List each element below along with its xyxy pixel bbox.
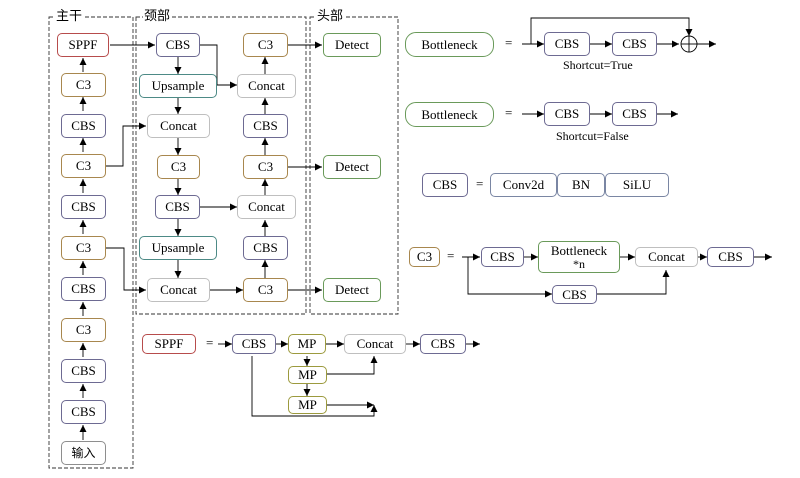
backbone-section-frame <box>48 16 134 469</box>
head-detect-2: Detect <box>323 155 381 179</box>
neck-c3-mid: C3 <box>243 155 288 179</box>
legend-sppf-mp-1: MP <box>288 334 326 354</box>
backbone-input: 输入 <box>61 441 106 465</box>
head-section-label: 头部 <box>316 9 345 24</box>
backbone-c3-3: C3 <box>61 236 106 260</box>
neck-c3-top: C3 <box>243 33 288 57</box>
legend-sppf-mp-2: MP <box>288 366 327 384</box>
backbone-c3-1: C3 <box>61 73 106 97</box>
arrow-sppf-mp2-to-concat <box>327 356 378 375</box>
backbone-cbs-3: CBS <box>61 277 106 301</box>
arrow-sppf-cbs-to-concat <box>251 356 378 417</box>
legend-bt-cbs-1: CBS <box>544 32 590 56</box>
legend-sppf-cbs-in: CBS <box>232 334 276 354</box>
legend-conv2d: Conv2d <box>490 173 557 197</box>
legend-equals-5: = <box>206 335 214 350</box>
legend-equals-4: = <box>447 248 455 263</box>
legend-c3-cbs-skip: CBS <box>552 285 597 304</box>
neck-cbs-r2: CBS <box>243 236 288 260</box>
arrow-c3-to-concat-1 <box>106 122 146 167</box>
legend-bf-cbs-2: CBS <box>612 102 657 126</box>
neck-concat-r1: Concat <box>237 74 296 98</box>
neck-section-frame <box>135 16 307 315</box>
backbone-cbs-2: CBS <box>61 195 106 219</box>
legend-c3-concat: Concat <box>635 247 698 267</box>
legend-equals-1: = <box>505 35 513 50</box>
legend-silu: SiLU <box>605 173 669 197</box>
legend-sppf-label: SPPF <box>142 334 196 354</box>
arrow-cbs-to-concat-r1 <box>200 44 237 89</box>
legend-equals-2: = <box>505 105 513 120</box>
neck-c3-1: C3 <box>157 155 200 179</box>
neck-concat-r2: Concat <box>237 195 296 219</box>
neck-upsample-2: Upsample <box>139 236 217 260</box>
backbone-cbs-4: CBS <box>61 359 106 383</box>
arrow-c3-to-concat-2 <box>106 247 146 294</box>
neck-cbs-r1: CBS <box>243 114 288 138</box>
backbone-cbs-5: CBS <box>61 400 106 424</box>
legend-bt-cbs-2: CBS <box>612 32 657 56</box>
neck-section-label: 颈部 <box>143 9 172 24</box>
legend-c3-cbs-out: CBS <box>707 247 754 267</box>
arrow-c3l-skip-in <box>467 257 552 298</box>
backbone-cbs-1: CBS <box>61 114 106 138</box>
neck-c3-bottom: C3 <box>243 278 288 302</box>
neck-cbs-mid: CBS <box>155 195 200 219</box>
legend-c3-bottleneck: Bottleneck *n <box>538 241 620 273</box>
neck-concat-2: Concat <box>147 278 210 302</box>
legend-bn: BN <box>557 173 605 197</box>
backbone-c3-4: C3 <box>61 318 106 342</box>
neck-concat-1: Concat <box>147 114 210 138</box>
neck-upsample-1: Upsample <box>139 74 217 98</box>
head-detect-1: Detect <box>323 33 381 57</box>
legend-c3-bottleneck-label: Bottleneck <box>550 242 608 258</box>
legend-bottleneck-false-label: Bottleneck <box>405 102 494 127</box>
head-section-frame <box>309 16 399 315</box>
legend-shortcut-true-caption: Shortcut=True <box>563 58 633 72</box>
arrow-bt-shortcut <box>530 17 693 44</box>
legend-c3-label: C3 <box>409 247 440 267</box>
legend-sppf-cbs-out: CBS <box>420 334 466 354</box>
legend-bottleneck-true-label: Bottleneck <box>405 32 494 57</box>
legend-bf-cbs-1: CBS <box>544 102 590 126</box>
legend-sppf-mp-3: MP <box>288 396 327 414</box>
backbone-sppf: SPPF <box>57 33 109 57</box>
backbone-c3-2: C3 <box>61 154 106 178</box>
arrow-c3l-skip-out <box>597 270 670 295</box>
head-detect-3: Detect <box>323 278 381 302</box>
legend-cbs-label: CBS <box>422 173 468 197</box>
legend-c3-bottleneck-mult: *n <box>573 256 585 271</box>
legend-shortcut-false-caption: Shortcut=False <box>556 129 629 143</box>
legend-sppf-concat: Concat <box>344 334 406 354</box>
legend-equals-3: = <box>476 176 484 191</box>
neck-cbs-top: CBS <box>156 33 200 57</box>
backbone-section-label: 主干 <box>55 9 84 24</box>
legend-c3-cbs-in: CBS <box>481 247 524 267</box>
